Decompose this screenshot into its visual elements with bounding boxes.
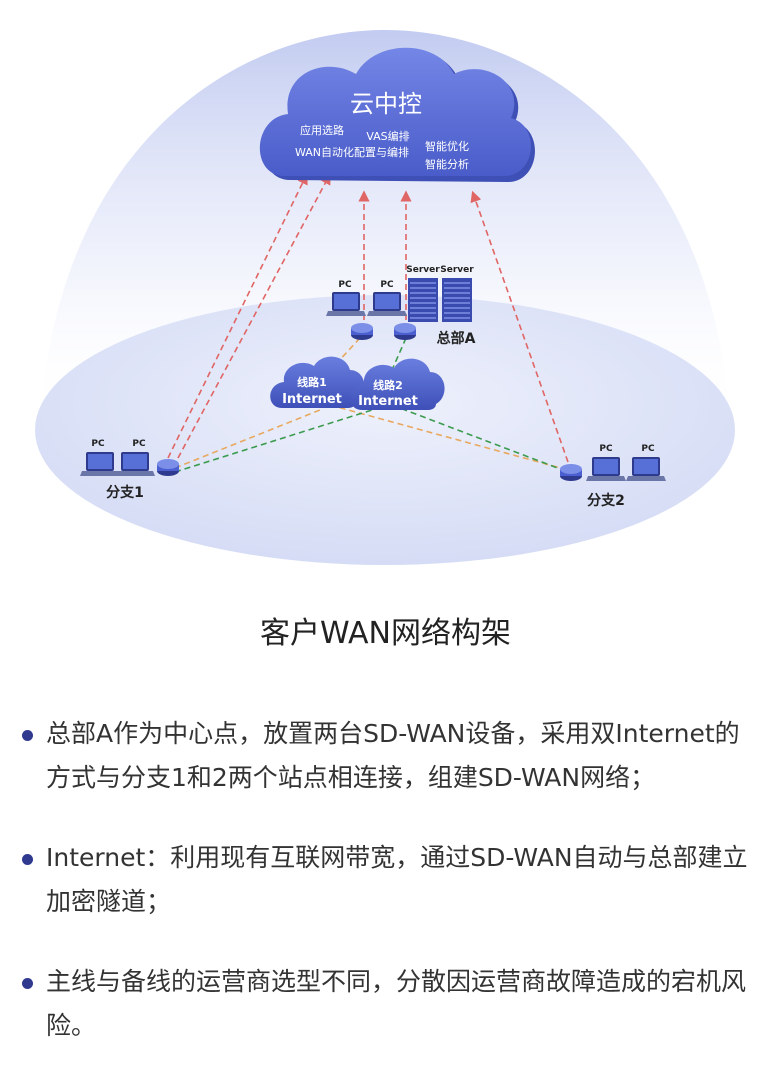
branch1-pc-label-1: PC: [91, 439, 105, 449]
hq-site: PC PC Server Server: [326, 265, 476, 347]
cloud-title: 云中控: [350, 90, 422, 118]
bullet-item: 主线与备线的运营商选型不同，分散因运营商故障造成的宕机风险。: [22, 960, 752, 1048]
control-links: [167, 172, 569, 463]
branch1-label: 分支1: [106, 484, 144, 501]
line1-name: 线路1: [297, 375, 327, 389]
cloud-feature-4: WAN自动化配置与编排: [295, 145, 409, 159]
hq-label: 总部A: [437, 330, 476, 347]
line2-type: Internet: [358, 394, 418, 409]
branch1-site: PC PC 分支1: [80, 439, 179, 501]
line2-name: 线路2: [373, 378, 403, 392]
server-rack-icon: [408, 278, 438, 322]
bullet-dot-icon: [22, 854, 33, 865]
laptop-icon: [80, 452, 120, 476]
network-diagram: 云中控 应用选路 VAS编排 智能优化 WAN自动化配置与编排 智能分析 PC …: [35, 30, 735, 565]
bullet-text: 主线与备线的运营商选型不同，分散因运营商故障造成的宕机风险。: [46, 967, 747, 1040]
server-rack-icon: [442, 278, 472, 322]
cloud-feature-2: VAS编排: [366, 129, 409, 143]
laptop-icon: [367, 292, 407, 316]
control-cloud: 云中控 应用选路 VAS编排 智能优化 WAN自动化配置与编排 智能分析: [259, 47, 535, 182]
cloud-feature-1: 应用选路: [300, 123, 344, 137]
router-icon: [157, 459, 179, 476]
bullet-list: 总部A作为中心点，放置两台SD-WAN设备，采用双Internet的方式与分支1…: [22, 712, 752, 1048]
bullet-text: Internet：利用现有互联网带宽，通过SD-WAN自动与总部建立加密隧道；: [46, 843, 748, 916]
line1-type: Internet: [282, 392, 342, 407]
line2-links: [174, 337, 569, 473]
laptop-icon: [326, 292, 366, 316]
branch2-pc-label-2: PC: [641, 444, 655, 454]
line1-internet-cloud: 线路1 Internet: [270, 356, 365, 408]
branch2-pc-label-1: PC: [599, 444, 613, 454]
hq-pc-label-1: PC: [338, 280, 352, 290]
bullet-item: Internet：利用现有互联网带宽，通过SD-WAN自动与总部建立加密隧道；: [22, 836, 752, 924]
laptop-icon: [586, 457, 626, 481]
hq-pc-label-2: PC: [380, 280, 394, 290]
router-icon: [351, 323, 373, 340]
bullet-dot-icon: [22, 978, 33, 989]
laptop-icon: [115, 452, 155, 476]
cloud-feature-5: 智能分析: [425, 157, 469, 171]
server-label-1: Server: [406, 265, 440, 275]
diagram-caption: 客户WAN网络构架: [260, 616, 511, 651]
bullet-item: 总部A作为中心点，放置两台SD-WAN设备，采用双Internet的方式与分支1…: [22, 712, 752, 800]
cloud-feature-3: 智能优化: [425, 139, 469, 153]
bullet-text: 总部A作为中心点，放置两台SD-WAN设备，采用双Internet的方式与分支1…: [46, 719, 740, 792]
branch1-pc-label-2: PC: [132, 439, 146, 449]
router-icon: [560, 464, 582, 481]
branch2-site: PC PC 分支2: [560, 444, 666, 509]
network-disc: [35, 295, 735, 565]
server-label-2: Server: [440, 265, 474, 275]
line2-internet-cloud: 线路2 Internet: [350, 358, 445, 410]
bullet-dot-icon: [22, 730, 33, 741]
router-icon: [394, 323, 416, 340]
branch2-label: 分支2: [587, 492, 625, 509]
laptop-icon: [626, 457, 666, 481]
